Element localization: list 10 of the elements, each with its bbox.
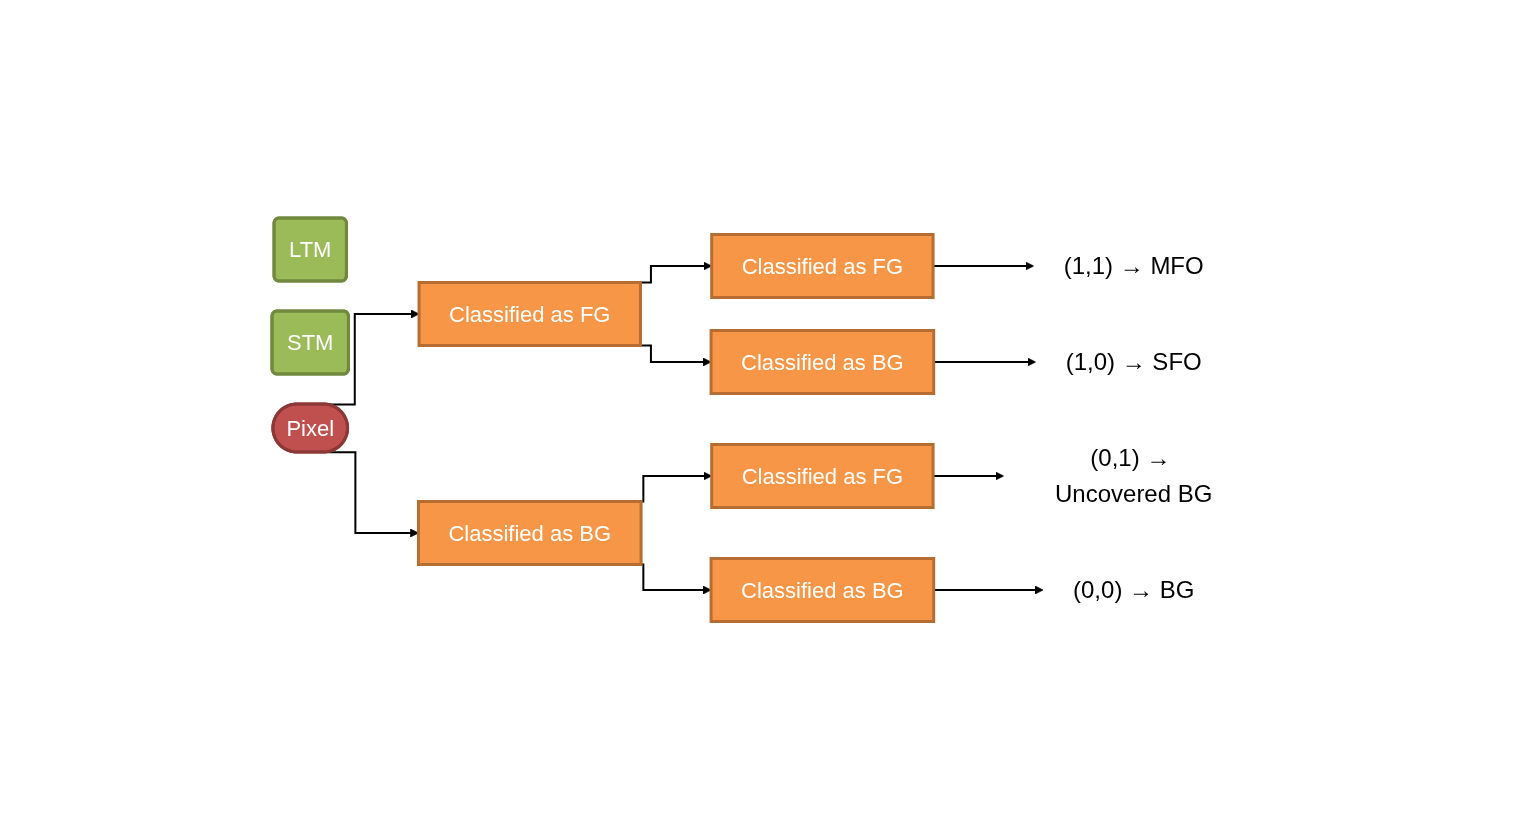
node-box: Classified as BG	[709, 556, 935, 623]
node-text: (1,0) → SFO	[1065, 347, 1202, 375]
node-text: (0,0) → BG	[1072, 575, 1195, 603]
node-text: (1,1) → MFO	[1063, 251, 1204, 279]
node-box: Classified as FG	[709, 442, 935, 509]
node-box: Classified as BG	[416, 499, 643, 566]
node-box: Classified as FG	[417, 280, 642, 347]
node-box: Classified as BG	[709, 328, 935, 395]
node-box: Classified as FG	[709, 232, 935, 299]
node-text: (0,1) → Uncovered BG	[1054, 443, 1213, 507]
